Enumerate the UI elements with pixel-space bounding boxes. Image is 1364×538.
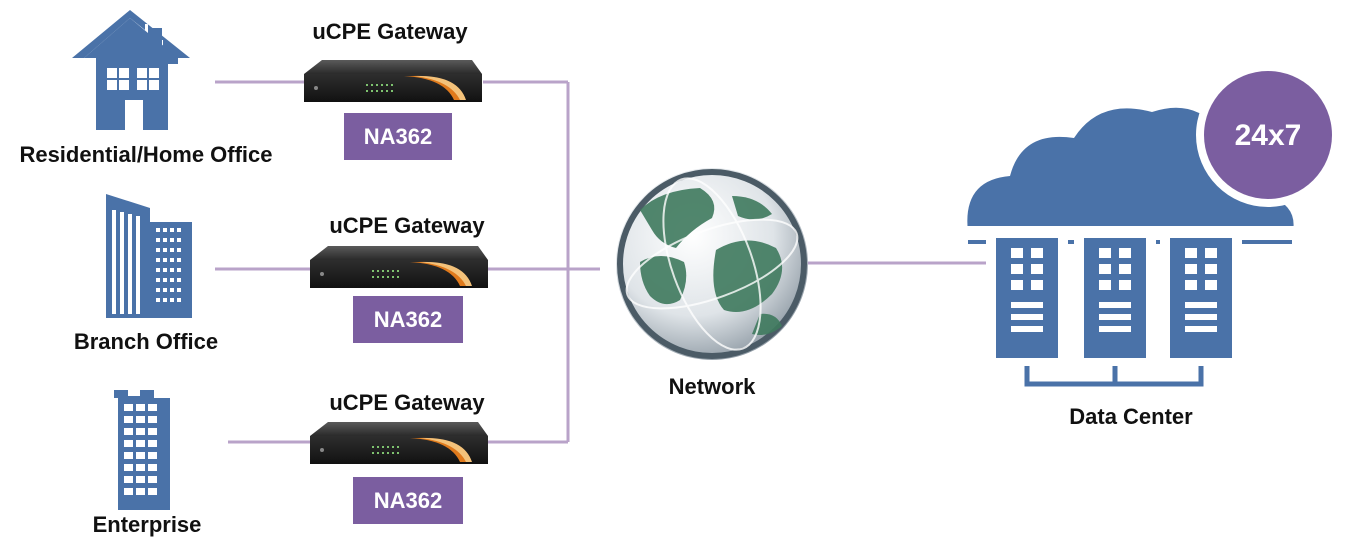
house-icon — [72, 10, 190, 130]
gateway-model-3: NA362 — [374, 488, 442, 513]
gateway-device-icon — [304, 60, 482, 102]
model-box-2 — [353, 296, 463, 343]
site-label-branch: Branch Office — [74, 329, 218, 354]
datacenter-label: Data Center — [1069, 404, 1193, 429]
gateway-model-2: NA362 — [374, 307, 442, 332]
gateway-device-icon — [310, 422, 488, 464]
tower-building-icon — [114, 390, 170, 510]
site-label-enterprise: Enterprise — [93, 512, 202, 537]
gateway-device-icon — [310, 246, 488, 288]
model-box-3 — [353, 477, 463, 524]
office-building-icon — [106, 194, 192, 318]
network-label: Network — [669, 374, 757, 399]
site-label-residential: Residential/Home Office — [19, 142, 272, 167]
connection-lines — [215, 80, 990, 444]
model-box-1 — [344, 113, 452, 160]
availability-badge-text: 24x7 — [1235, 119, 1302, 152]
gateway-title-2: uCPE Gateway — [329, 213, 485, 238]
gateway-title-3: uCPE Gateway — [329, 390, 485, 415]
globe-icon — [616, 168, 808, 360]
gateway-title-1: uCPE Gateway — [312, 19, 468, 44]
availability-badge: 24x7 — [1196, 63, 1340, 207]
gateway-model-1: NA362 — [364, 124, 432, 149]
